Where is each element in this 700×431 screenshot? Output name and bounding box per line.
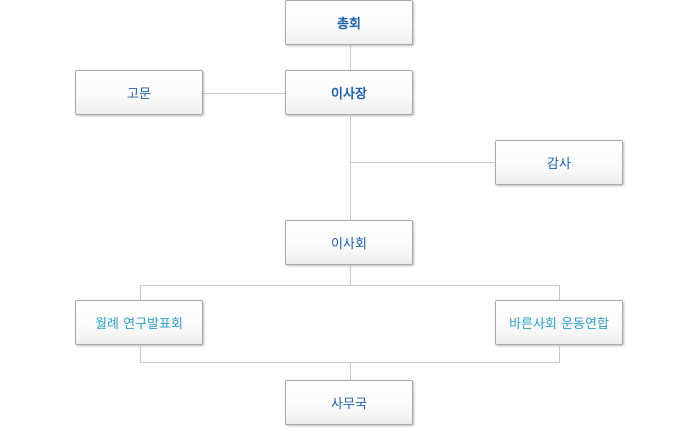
connector-right-rise xyxy=(559,346,560,362)
node-general-assembly[interactable]: 총회 xyxy=(285,0,413,45)
connector-chairman-board xyxy=(350,116,351,220)
node-auditor[interactable]: 감사 xyxy=(495,140,623,185)
connector-right-drop xyxy=(559,285,560,300)
connector-top-horizontal xyxy=(140,285,560,286)
node-advisor[interactable]: 고문 xyxy=(75,70,203,115)
connector-left-rise xyxy=(140,346,141,362)
connector-left-drop xyxy=(140,285,141,300)
connector-auditor-branch xyxy=(350,162,495,163)
connector-secretariat-drop xyxy=(350,362,351,380)
node-chairman[interactable]: 이사장 xyxy=(285,70,413,115)
connector-advisor-chairman xyxy=(203,93,285,94)
node-monthly-research[interactable]: 월례 연구발표회 xyxy=(75,300,203,345)
node-board[interactable]: 이사회 xyxy=(285,220,413,265)
node-secretariat[interactable]: 사무국 xyxy=(285,380,413,425)
node-barun-society[interactable]: 바른사회 운동연합 xyxy=(495,300,623,345)
connector-assembly-chairman xyxy=(350,46,351,70)
connector-board-branch xyxy=(350,266,351,285)
